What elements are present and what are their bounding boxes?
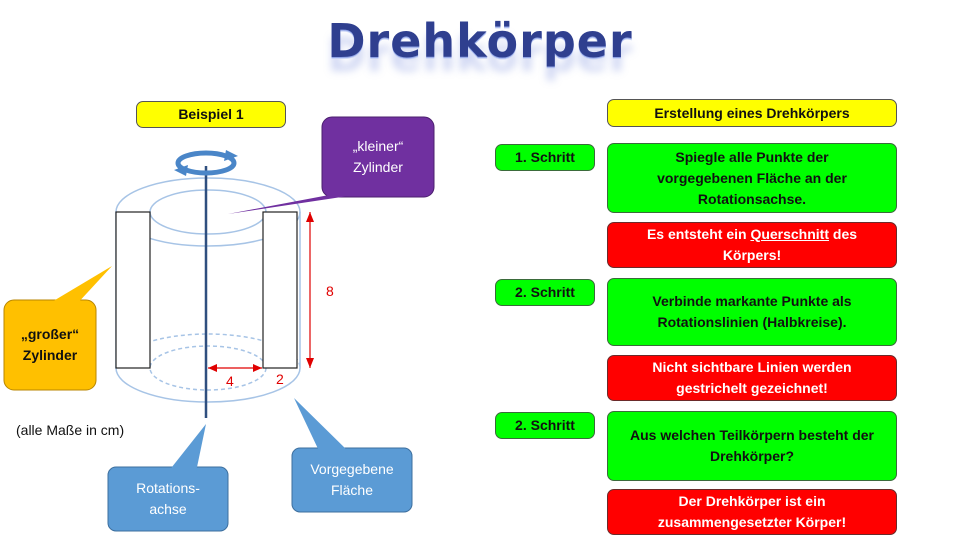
page-title: Drehkörper	[327, 14, 633, 68]
step-1-instruction: Spiegle alle Punkte der vorgegebenen Flä…	[607, 143, 897, 213]
result-1: Es entsteht ein Querschnitt des Körpers!	[607, 222, 897, 268]
outer-bottom-front	[115, 367, 301, 403]
dim-height-label: 8	[326, 283, 334, 299]
units-note: (alle Maße in cm)	[16, 422, 125, 438]
process-header: Erstellung eines Drehkörpers	[607, 99, 897, 127]
rotation-arrow-icon	[174, 150, 238, 176]
left-cross-section	[115, 211, 151, 369]
callout-small-cylinder-text: „kleiner“ Zylinder	[352, 138, 404, 175]
result-1-post: des Körpers!	[722, 226, 858, 263]
callout-area-shape	[291, 398, 413, 513]
callout-small-cylinder: „kleiner“ Zylinder	[322, 136, 434, 178]
dim-width-label: 2	[276, 371, 284, 387]
callout-area: Vorgegebene Fläche	[292, 459, 412, 501]
step-1-label: 1. Schritt	[495, 144, 595, 171]
callout-axis-shape	[107, 424, 229, 532]
callout-axis-text: Rotations- achse	[136, 480, 200, 517]
result-3: Der Drehkörper ist ein zusammengesetzter…	[607, 489, 897, 535]
callout-big-cylinder-text: „großer“ Zylinder	[20, 326, 80, 363]
step-3-label: 2. Schritt	[495, 412, 595, 439]
result-2: Nicht sichtbare Linien werden gestrichel…	[607, 355, 897, 401]
callout-area-text: Vorgegebene Fläche	[310, 461, 394, 498]
example-label: Beispiel 1	[136, 101, 286, 128]
inner-top-ellipse	[149, 189, 267, 235]
result-1-pre: Es entsteht ein	[646, 226, 751, 242]
step-2-label: 2. Schritt	[495, 279, 595, 306]
callout-big-cylinder: „großer“ Zylinder	[4, 324, 96, 366]
right-cross-section	[262, 211, 298, 369]
callout-small-cylinder-shape	[228, 116, 435, 214]
step-2-instruction: Verbinde markante Punkte als Rotationsli…	[607, 278, 897, 346]
step-3-instruction: Aus welchen Teilkörpern besteht der Dreh…	[607, 411, 897, 481]
result-1-keyword: Querschnitt	[750, 226, 830, 242]
callout-big-cylinder-shape	[3, 266, 112, 391]
dim-radius-label: 4	[226, 373, 234, 389]
callout-axis: Rotations- achse	[108, 478, 228, 520]
